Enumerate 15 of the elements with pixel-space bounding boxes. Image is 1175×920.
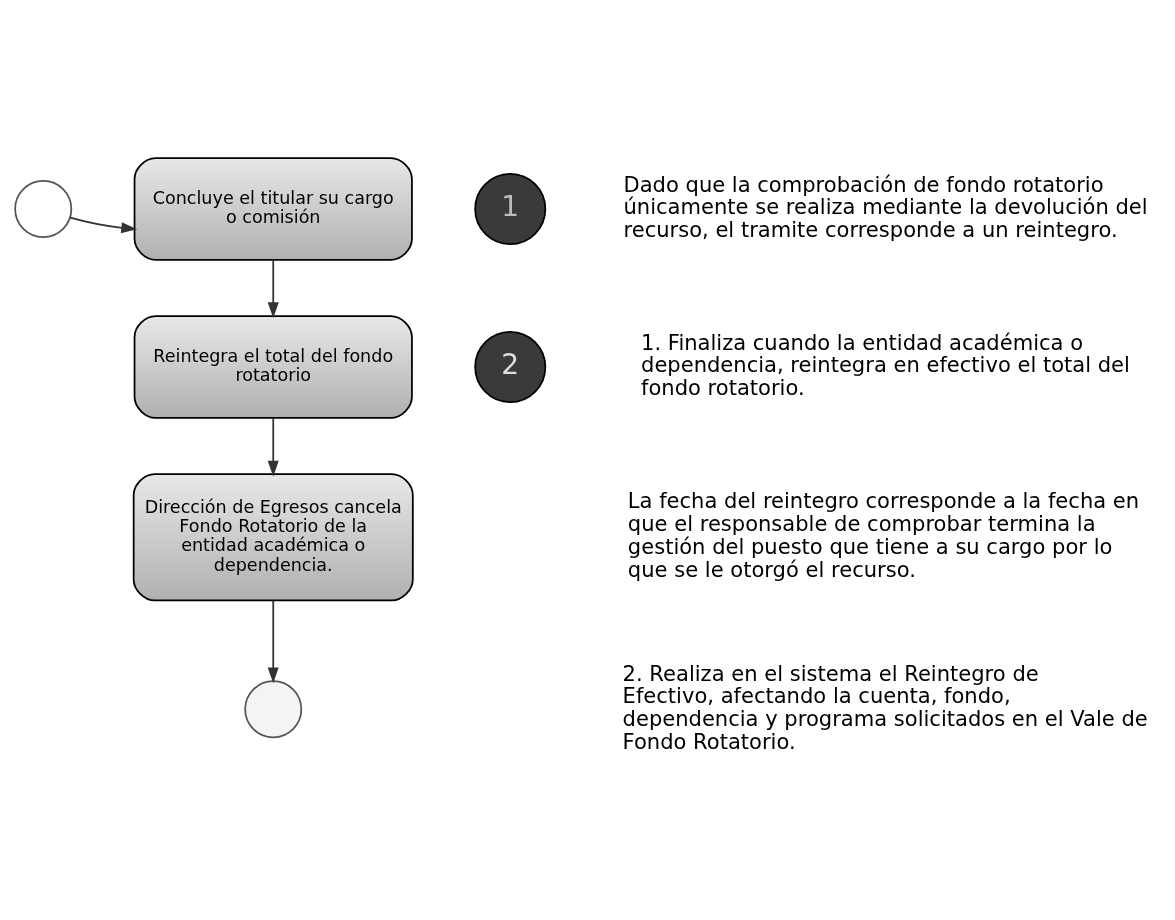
arrow (267, 259, 279, 319)
node-circle (244, 680, 303, 739)
label: 2. Realiza en el sistema el Reintegro de Efectivo, afectando la cuenta, fondo, dependencia y programa solicitados en el Vale de Fondo Rotatorio. (622, 660, 1148, 754)
node-circle: 1 (474, 172, 547, 245)
arrow (267, 417, 279, 477)
label: 1. Finaliza cuando la entidad académica o dependencia, reintegra en efectivo el total del fondo rotatorio. (641, 329, 1130, 401)
arrow (69, 216, 138, 234)
label: Dado que la comprobación de fondo rotatorio únicamente se realiza mediante la devolución del recurso, el tramite corresponde a un reintegro. (623, 171, 1148, 243)
label: La fecha del reintegro corresponde a la fecha en que el responsable de comprobar termina la gestión del puesto que tiene a su cargo por lo que se le otorgó el recurso. (627, 488, 1140, 582)
node-box: Reintegra el total del fondo rotatorio (133, 315, 413, 419)
node-circle: 2 (474, 330, 547, 403)
node-circle (14, 179, 73, 238)
node-box: Concluye el titular su cargo o comisión (133, 157, 413, 261)
node-box: Dirección de Egresos cancela Fondo Rotatorio de la entidad académica o dependencia. (132, 473, 414, 602)
arrow (267, 599, 279, 684)
